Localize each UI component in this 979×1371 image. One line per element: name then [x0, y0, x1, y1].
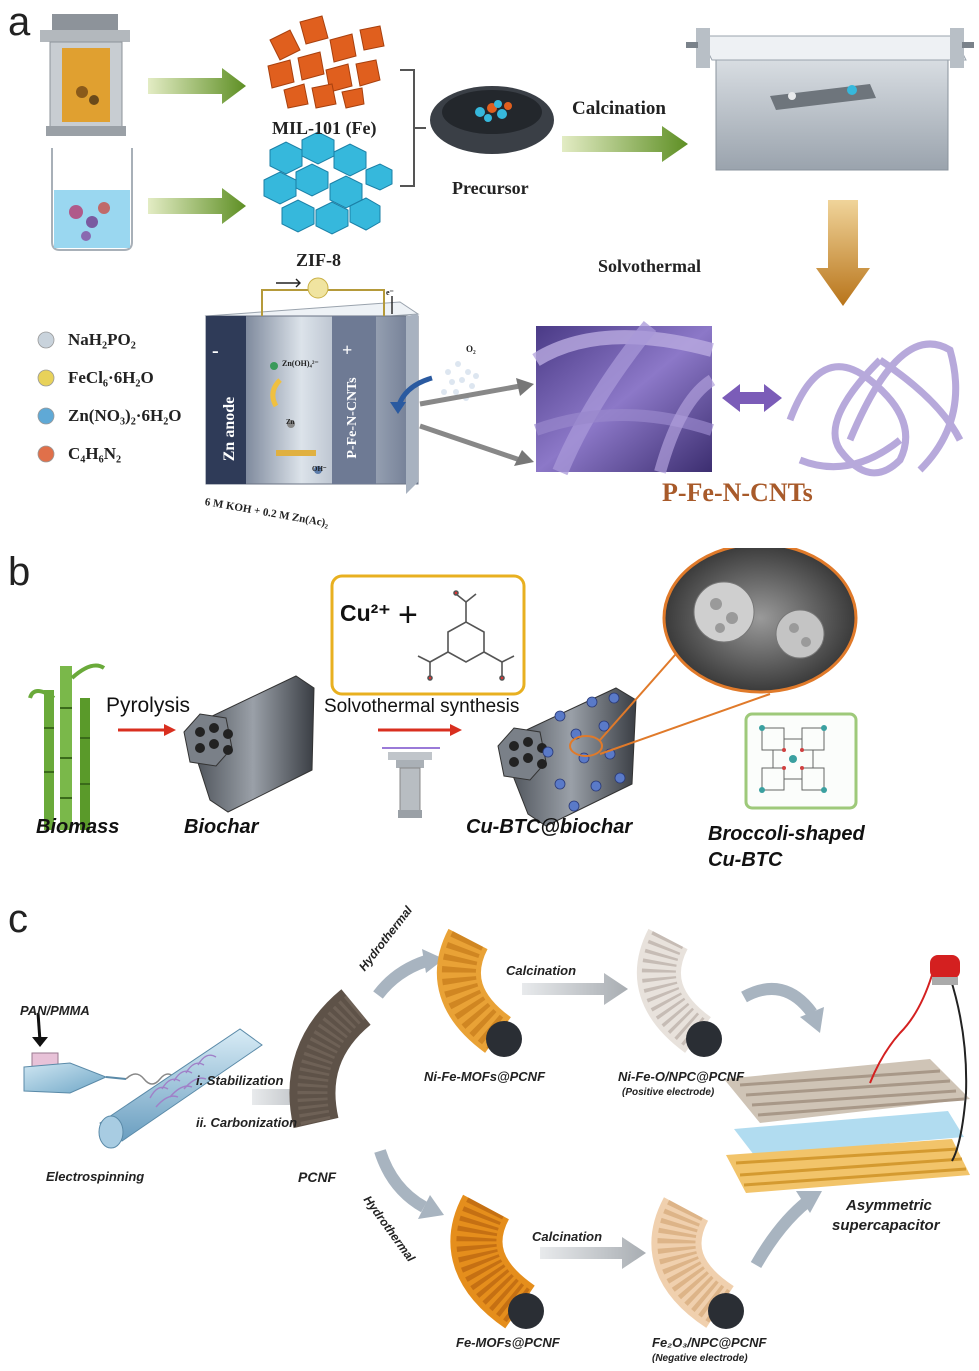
- mil101-crystals: [267, 15, 385, 109]
- panel-a-graphics: [37, 14, 974, 494]
- cu-btc-box: [330, 574, 526, 696]
- zn-anode-label: Zn anode: [221, 396, 238, 462]
- nife-o-label: Ni-Fe-O/NPC@PCNF: [618, 1069, 745, 1084]
- legend-item-nah2po2: NaH₂PO₂: [68, 330, 136, 349]
- brace: [400, 69, 426, 187]
- panel-c-label: c: [8, 897, 28, 941]
- panel-c: c PAN/PMMA i. Stabilization ii. Carboniz…: [0, 893, 979, 1371]
- arrow-beaker-zif: [148, 188, 246, 224]
- zn-air-battery: [204, 277, 420, 494]
- legend-dots: [37, 331, 55, 463]
- arrow-to-device-bottom: [750, 1196, 812, 1268]
- cu-btc-structure: [744, 712, 858, 810]
- electron-label: e⁻: [386, 288, 394, 297]
- arrow-calcination: [562, 126, 688, 162]
- beaker-icon: [51, 148, 133, 251]
- plus-sign: +: [398, 596, 418, 634]
- asymmetric-label-line2: supercapacitor: [832, 1217, 940, 1234]
- spinneret-icon: [23, 1012, 177, 1094]
- arrow-to-device-top: [741, 983, 817, 1017]
- electrospinning-label: Electrospinning: [46, 1169, 145, 1184]
- panel-a-label: a: [8, 0, 31, 44]
- zif8-crystals: [263, 131, 393, 235]
- legend-item-fecl: FeCl₆·6H₂O: [68, 368, 154, 387]
- product-label: P-Fe-N-CNTs: [662, 478, 813, 507]
- negative-electrode-label: (Negative electrode): [652, 1353, 748, 1364]
- pan-pmma-label: PAN/PMMA: [20, 1003, 90, 1018]
- legend-dot-1: [37, 369, 55, 387]
- fe-mofs-label: Fe-MOFs@PCNF: [456, 1335, 560, 1350]
- broccoli-label-line1: Broccoli-shaped: [708, 823, 865, 845]
- mil101-label: MIL-101 (Fe): [272, 118, 377, 138]
- pyrolysis-label: Pyrolysis: [106, 694, 191, 717]
- fe-mofs-fiber: [450, 1194, 536, 1329]
- panel-a: a MIL-101 (Fe) ZIF-8 Precursor Calcinati…: [0, 0, 979, 540]
- legend-dot-3: [37, 445, 55, 463]
- calcination-label: Calcination: [572, 98, 666, 119]
- zoom-line-2: [599, 693, 771, 755]
- legend-item-c4h6n2: C₄H₆N₂: [68, 444, 122, 463]
- oh-label: OH⁻: [312, 465, 327, 473]
- collector-drum: [98, 1028, 263, 1149]
- cu-btc-biochar-prism: [497, 687, 637, 827]
- biochar-prism: [183, 675, 315, 813]
- solvothermal-label: Solvothermal: [598, 256, 701, 276]
- arrow-hydrothermal-top: [373, 955, 429, 999]
- biochar-label: Biochar: [184, 816, 259, 838]
- o2-label: O₂: [466, 344, 476, 354]
- fe2o3-fiber: [651, 1197, 735, 1328]
- sem-image-cnts: [532, 320, 716, 476]
- arrow-autoclave-mil: [148, 68, 246, 104]
- panel-c-graphics: [23, 928, 970, 1329]
- panel-b-label: b: [8, 550, 31, 594]
- bamboo-icon: [28, 663, 106, 830]
- positive-electrode-label: (Positive electrode): [622, 1087, 715, 1098]
- arrow-hydrothermal-bottom: [374, 1149, 428, 1213]
- small-autoclave-icon: [382, 747, 440, 818]
- cu-btc-biochar-label: Cu-BTC@biochar: [466, 816, 633, 838]
- calcination-bottom-label: Calcination: [532, 1229, 603, 1244]
- fe2o3-label: Fe₂O₃/NPC@PCNF: [652, 1335, 767, 1350]
- zif8-label: ZIF-8: [296, 250, 341, 270]
- legend-dot-2: [37, 407, 55, 425]
- zincate-label: Zn(OH)₄²⁻: [282, 359, 319, 368]
- sem-lens-broccoli: [662, 548, 858, 694]
- nife-mofs-label: Ni-Fe-MOFs@PCNF: [424, 1069, 546, 1084]
- carbonization-label: ii. Carbonization: [196, 1115, 298, 1130]
- solvothermal-synthesis-label: Solvothermal synthesis: [324, 696, 520, 717]
- stabilization-label: i. Stabilization: [196, 1073, 284, 1088]
- double-arrow: [722, 384, 782, 412]
- biomass-label: Biomass: [36, 816, 120, 838]
- supercapacitor-device: [724, 955, 970, 1193]
- battery-minus: -: [212, 340, 219, 362]
- broccoli-label-line2: Cu-BTC: [708, 849, 783, 871]
- asymmetric-label-line1: Asymmetric: [846, 1197, 932, 1214]
- battery-plus: +: [342, 340, 353, 360]
- panel-b-graphics: [28, 548, 858, 830]
- cu-ion-label: Cu²⁺: [340, 600, 391, 626]
- arrow-battery-sem-1: [419, 383, 521, 407]
- calcination-top-label: Calcination: [506, 963, 577, 978]
- tube-furnace-icon: [686, 28, 974, 171]
- cnt-network: [786, 340, 964, 477]
- legend-item-zn-nitrate: Zn(NO₃)₂·6H₂O: [68, 406, 182, 425]
- precursor-label: Precursor: [452, 178, 529, 198]
- btc-molecule: [417, 590, 515, 681]
- panel-b: b Pyrolysis Solvothermal synthesis Cu²⁺ …: [0, 548, 979, 888]
- arrow-calcination-top: [522, 973, 628, 1005]
- arrow-battery-sem-2: [419, 423, 521, 463]
- arrow-down-orange: [816, 200, 870, 306]
- legend-dot-0: [37, 331, 55, 349]
- cathode-label: P-Fe-N-CNTs: [345, 377, 360, 459]
- zn-label: Zn: [286, 418, 295, 426]
- autoclave-icon: [40, 14, 130, 136]
- mortar-icon: [430, 86, 554, 154]
- arrow-calcination-bottom: [540, 1237, 646, 1269]
- pcnf-label: PCNF: [298, 1169, 337, 1185]
